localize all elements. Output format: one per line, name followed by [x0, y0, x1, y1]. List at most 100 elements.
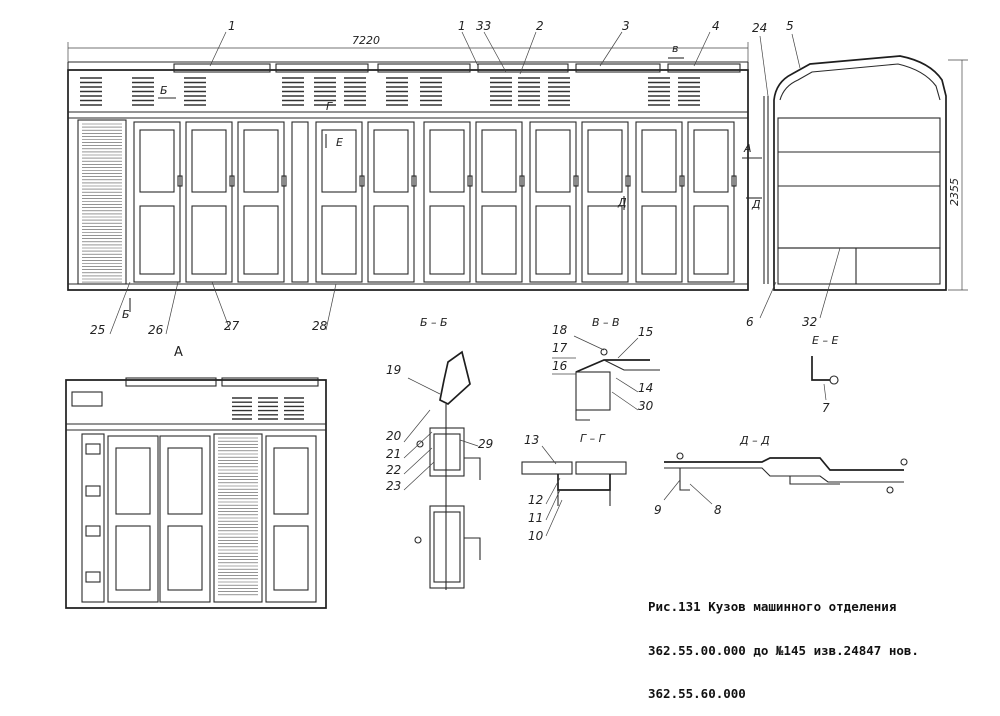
door-hinge [679, 175, 685, 187]
louvered-panel-view-a [218, 437, 258, 596]
door-hinge [467, 175, 473, 187]
door-window-upper [167, 447, 203, 515]
door-hinge [229, 175, 235, 187]
section-gg-label: Г – Г [580, 432, 606, 445]
callout-18: 18 [552, 323, 568, 337]
vent-louvers-view-a [232, 397, 304, 420]
door-leaf [581, 121, 629, 283]
door-leaf [635, 121, 683, 283]
door-window-upper [321, 129, 357, 193]
mark-v: в [672, 42, 678, 55]
door-window-lower [641, 205, 677, 275]
mark-g: Г [326, 100, 333, 113]
section-dd-label: Д – Д [739, 434, 770, 447]
louvered-panel [82, 123, 122, 283]
callout-30: 30 [638, 399, 654, 413]
view-a: А [65, 345, 327, 609]
callout-33: 33 [476, 19, 491, 33]
door-window-lower [273, 525, 309, 591]
callout-14: 14 [638, 381, 653, 395]
callout-26: 26 [148, 323, 164, 337]
door-leaf [159, 435, 211, 603]
figure-caption: Рис.131 Кузов машинного отделения 362.55… [648, 571, 919, 716]
callout-7: 7 [822, 401, 830, 415]
callout-1: 1 [228, 19, 236, 33]
section-dd: Д – Д 9 8 [654, 434, 908, 517]
end-view: 2355 А Д 24 5 6 32 [742, 19, 968, 329]
door-hinge [177, 175, 183, 187]
door-window-lower [535, 205, 571, 275]
door-leaf [315, 121, 363, 283]
callout-6: 6 [746, 315, 754, 329]
callout-25: 25 [90, 323, 105, 337]
door-window-upper [139, 129, 175, 193]
side-view: 7220 Б в Г Е Д Б [67, 34, 749, 321]
door-window-upper [429, 129, 465, 193]
section-vv-label: В – В [592, 316, 620, 329]
callout-1b: 1 [458, 19, 466, 33]
callout-17: 17 [552, 341, 568, 355]
callout-23: 23 [386, 479, 401, 493]
mark-d2: Д [751, 198, 761, 211]
section-gg: Г – Г 13 12 11 10 [521, 432, 627, 543]
door-latch [85, 571, 101, 583]
door-leaf [237, 121, 285, 283]
callout-16: 16 [552, 359, 568, 373]
callout-29: 29 [478, 437, 493, 451]
door-hinge [281, 175, 287, 187]
door-leaf [423, 121, 471, 283]
mark-d: Д [617, 196, 627, 209]
door-leaf [265, 435, 317, 603]
callout-11: 11 [528, 511, 543, 525]
callout-15: 15 [638, 325, 653, 339]
caption-line-3: 362.55.60.000 [648, 686, 746, 701]
door-leaf [475, 121, 523, 283]
callout-9: 9 [654, 503, 662, 517]
vent-louvers [80, 77, 700, 106]
mark-a: А [743, 142, 752, 155]
callout-5: 5 [786, 19, 794, 33]
door-window-upper [481, 129, 517, 193]
door-window-lower [167, 525, 203, 591]
door-hinge [359, 175, 365, 187]
door-window-upper [373, 129, 409, 193]
door-window-lower [373, 205, 409, 275]
callouts-main: 1 1 33 2 3 4 25 26 27 28 [90, 19, 720, 337]
door-window-lower [321, 205, 357, 275]
door-hinge [411, 175, 417, 187]
height-dimension: 2355 [948, 178, 961, 206]
callout-13: 13 [524, 433, 539, 447]
door-hinge [519, 175, 525, 187]
door-window-lower [139, 205, 175, 275]
door-leaf [687, 121, 735, 283]
caption-line-1: Рис.131 Кузов машинного отделения [648, 599, 897, 614]
door-leaf [367, 121, 415, 283]
door-window-lower [191, 205, 227, 275]
callout-24: 24 [752, 21, 767, 35]
door-latch [85, 443, 101, 455]
length-dimension: 7220 [352, 34, 380, 47]
callout-2: 2 [536, 19, 544, 33]
door-latch [85, 485, 101, 497]
callout-27: 27 [224, 319, 240, 333]
frame-pillar [291, 121, 309, 283]
door-window-upper [115, 447, 151, 515]
door-window-upper [641, 129, 677, 193]
door-leaf [107, 435, 159, 603]
door-window-upper [243, 129, 279, 193]
door-window-lower [115, 525, 151, 591]
callout-21: 21 [386, 447, 401, 461]
mark-b: Б [160, 84, 168, 97]
door-panels [133, 121, 737, 283]
door-window-upper [535, 129, 571, 193]
door-window-lower [429, 205, 465, 275]
callout-20: 20 [386, 429, 402, 443]
technical-drawing: 7220 Б в Г Е Д Б [65, 19, 968, 609]
door-hinge [625, 175, 631, 187]
section-bb-label: Б – Б [420, 316, 448, 329]
door-window-lower [693, 205, 729, 275]
door-window-upper [587, 129, 623, 193]
mark-e: Е [336, 136, 343, 149]
callout-10: 10 [528, 529, 544, 543]
section-vv: В – В 18 17 16 15 14 30 [552, 316, 660, 421]
